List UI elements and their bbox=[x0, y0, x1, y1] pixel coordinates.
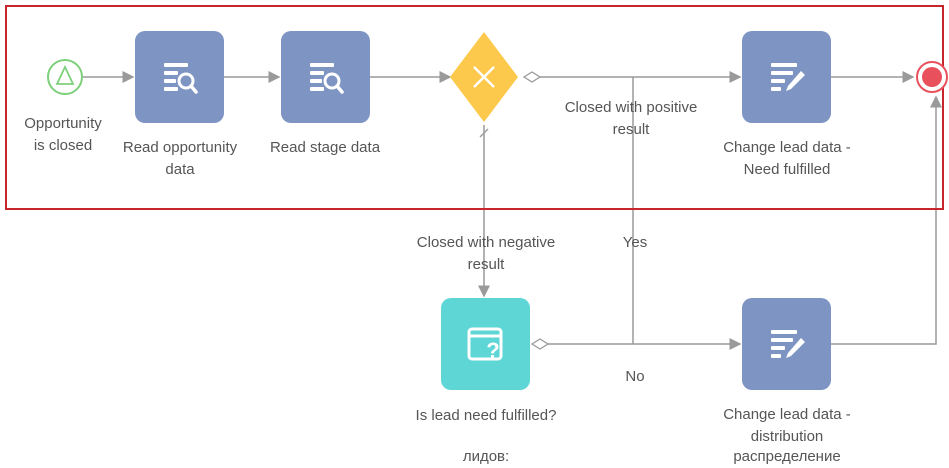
yes-label: Yes bbox=[622, 234, 648, 251]
task-question-label: Is lead need fulfilled? bbox=[415, 407, 557, 424]
start-event-label: Opportunity is closed bbox=[24, 115, 102, 154]
question-window-icon: ? bbox=[467, 327, 502, 363]
no-label: No bbox=[625, 368, 645, 385]
svg-text:?: ? bbox=[486, 338, 499, 363]
start-event[interactable] bbox=[47, 59, 83, 95]
flow-change-distribution-to-end bbox=[831, 95, 942, 345]
task-change-fulfilled[interactable] bbox=[742, 31, 831, 123]
gateway-default-flow-marker bbox=[522, 71, 542, 83]
task-change-distribution[interactable] bbox=[742, 298, 831, 390]
triangle-start-icon bbox=[55, 64, 75, 85]
highlight-frame bbox=[5, 5, 944, 210]
task-change-fulfilled-label: Change lead data - Need fulfilled bbox=[723, 139, 851, 178]
end-event[interactable] bbox=[916, 61, 948, 93]
task-question-overflow-text: лидов: bbox=[462, 448, 510, 465]
question-default-flow-marker bbox=[530, 338, 550, 350]
end-event-icon bbox=[922, 67, 942, 87]
task-read-stage-label: Read stage data bbox=[269, 139, 381, 156]
edit-data-icon bbox=[770, 63, 805, 91]
gateway-conditional-tick bbox=[479, 128, 489, 138]
exclusive-gateway[interactable] bbox=[450, 32, 518, 122]
task-read-opportunity-label: Read opportunity data bbox=[122, 139, 238, 178]
exclusive-gateway-x-icon bbox=[473, 66, 495, 88]
read-data-icon bbox=[309, 63, 344, 94]
read-data-icon bbox=[163, 63, 198, 94]
task-change-distribution-overflow-text: распределение bbox=[733, 448, 841, 465]
branch-negative-label: Closed with negative result bbox=[416, 234, 556, 273]
task-change-distribution-label: Change lead data - distribution bbox=[723, 406, 851, 445]
edit-data-icon bbox=[770, 330, 805, 358]
task-read-stage[interactable] bbox=[281, 31, 370, 123]
task-question[interactable]: ? bbox=[441, 298, 530, 390]
branch-positive-label: Closed with positive result bbox=[564, 99, 698, 138]
task-read-opportunity[interactable] bbox=[135, 31, 224, 123]
